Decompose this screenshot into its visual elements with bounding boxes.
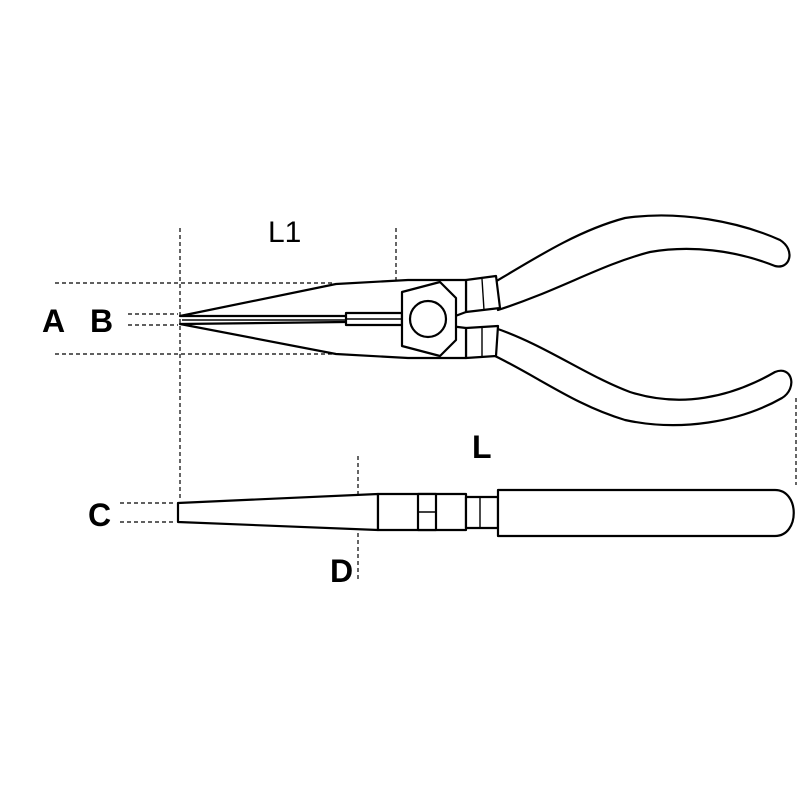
pliers-top-view <box>178 214 793 427</box>
side-handle <box>496 488 795 538</box>
pliers-side-view <box>176 488 795 538</box>
side-collar <box>464 495 500 530</box>
label-l1: L1 <box>268 216 301 249</box>
label-a: A <box>42 303 65 339</box>
upper-handle <box>493 214 791 312</box>
dimension-labels: L1 A B L C D <box>42 216 492 589</box>
label-l: L <box>472 429 492 465</box>
dimension-lines <box>55 228 797 580</box>
label-d: D <box>330 553 353 589</box>
upper-collar-line <box>481 278 485 311</box>
side-jaw <box>176 492 380 532</box>
lower-handle <box>493 326 793 427</box>
label-c: C <box>88 497 111 533</box>
label-b: B <box>90 303 113 339</box>
pivot-hole <box>408 299 448 339</box>
